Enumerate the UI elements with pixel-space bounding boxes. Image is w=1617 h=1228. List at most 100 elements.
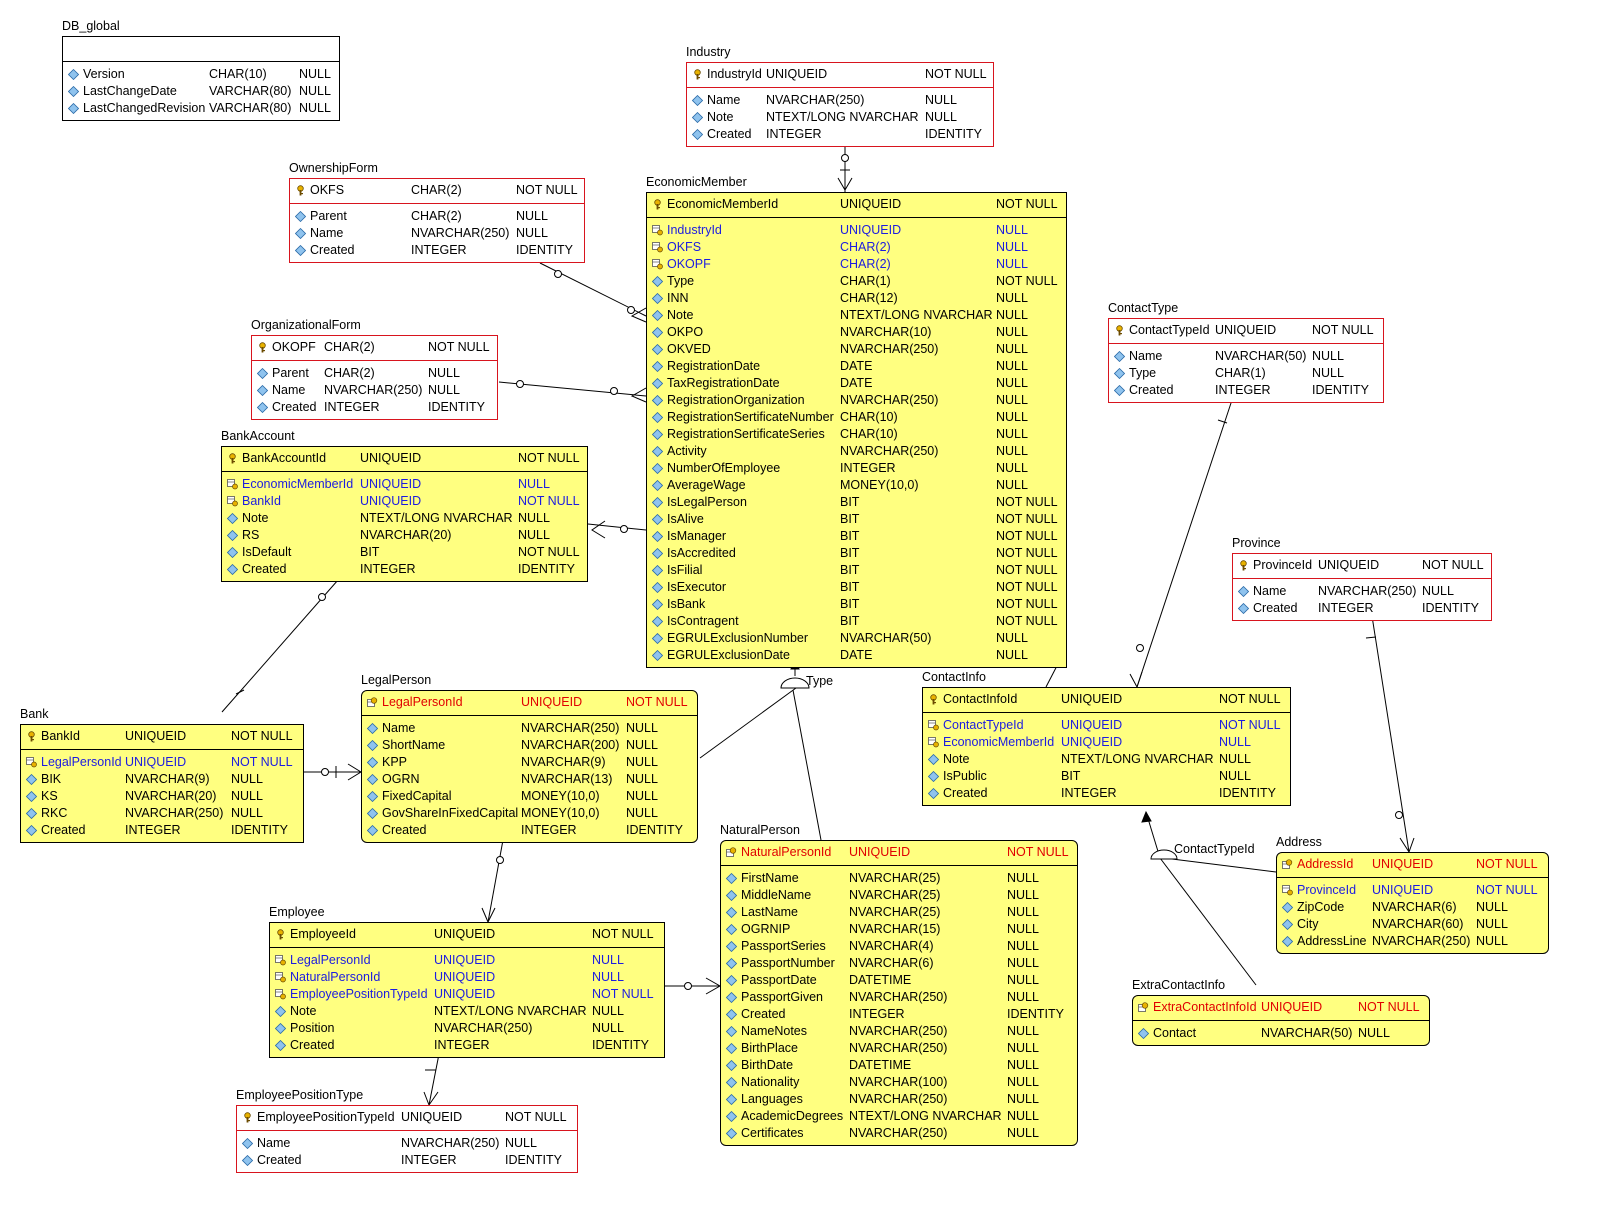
attr-icon bbox=[367, 825, 378, 836]
attr-icon bbox=[652, 599, 663, 610]
field-nullability: NULL bbox=[925, 110, 957, 124]
optional-marker bbox=[841, 154, 849, 162]
field-name: FirstName bbox=[741, 871, 799, 885]
field-type: UNIQUEID bbox=[1372, 883, 1434, 897]
field-name: RegistrationDate bbox=[667, 359, 761, 373]
relation-label-type: Type bbox=[806, 674, 834, 688]
field-name: IsManager bbox=[667, 529, 727, 543]
field-nullability: IDENTITY bbox=[516, 243, 573, 257]
field-type: BIT bbox=[840, 529, 860, 543]
relationship-line bbox=[487, 839, 504, 923]
attr-icon bbox=[692, 112, 703, 123]
field-nullability: NOT NULL bbox=[996, 614, 1058, 628]
field-nullability: IDENTITY bbox=[428, 400, 485, 414]
field-type: UNIQUEID bbox=[1061, 692, 1123, 706]
field-name: Nationality bbox=[741, 1075, 800, 1089]
field-nullability: NULL bbox=[1007, 1075, 1039, 1089]
attr-icon bbox=[652, 480, 663, 491]
pkfk-icon bbox=[1138, 1002, 1149, 1013]
field-type: MONEY(10,0) bbox=[521, 789, 600, 803]
field-name: EGRULExclusionDate bbox=[667, 648, 790, 662]
fk-icon bbox=[652, 242, 663, 253]
attr-icon bbox=[726, 1077, 737, 1088]
field-nullability: NOT NULL bbox=[1312, 323, 1374, 337]
field-nullability: NOT NULL bbox=[626, 695, 688, 709]
attr-icon bbox=[1114, 385, 1125, 396]
field-name: Parent bbox=[310, 209, 347, 223]
field-nullability: NULL bbox=[299, 67, 331, 81]
field-name: AddressLine bbox=[1297, 934, 1367, 948]
field-name: LegalPersonId bbox=[382, 695, 463, 709]
field-type: NVARCHAR(250) bbox=[411, 226, 510, 240]
field-nullability: NOT NULL bbox=[996, 495, 1058, 509]
attr-icon bbox=[652, 582, 663, 593]
field-type: UNIQUEID bbox=[840, 197, 902, 211]
field-name: ProvinceId bbox=[1253, 558, 1313, 572]
relationship-line bbox=[1371, 615, 1410, 853]
optional-marker bbox=[1136, 644, 1144, 652]
field-type: NTEXT/LONG NVARCHAR bbox=[766, 110, 919, 124]
field-name: LegalPersonId bbox=[290, 953, 371, 967]
field-nullability: NULL bbox=[428, 383, 460, 397]
field-name: Created bbox=[943, 786, 988, 800]
attr-icon bbox=[652, 633, 663, 644]
attr-icon bbox=[726, 958, 737, 969]
relationship-line bbox=[1136, 399, 1233, 688]
field-nullability: NULL bbox=[996, 240, 1028, 254]
attr-icon bbox=[1282, 936, 1293, 947]
attr-icon bbox=[928, 771, 939, 782]
field-name: Position bbox=[290, 1021, 335, 1035]
field-nullability: NULL bbox=[996, 478, 1028, 492]
field-nullability: NULL bbox=[626, 772, 658, 786]
table-name: Bank bbox=[20, 707, 49, 721]
field-type: INTEGER bbox=[849, 1007, 905, 1021]
attr-icon bbox=[242, 1155, 253, 1166]
field-nullability: NULL bbox=[996, 461, 1028, 475]
field-nullability: NULL bbox=[505, 1136, 537, 1150]
field-type: NVARCHAR(250) bbox=[849, 1092, 948, 1106]
field-type: UNIQUEID bbox=[1372, 857, 1434, 871]
field-name: Type bbox=[667, 274, 695, 288]
field-nullability: NULL bbox=[1007, 973, 1039, 987]
field-nullability: IDENTITY bbox=[518, 562, 575, 576]
field-type: UNIQUEID bbox=[849, 845, 911, 859]
key-icon bbox=[692, 69, 703, 80]
